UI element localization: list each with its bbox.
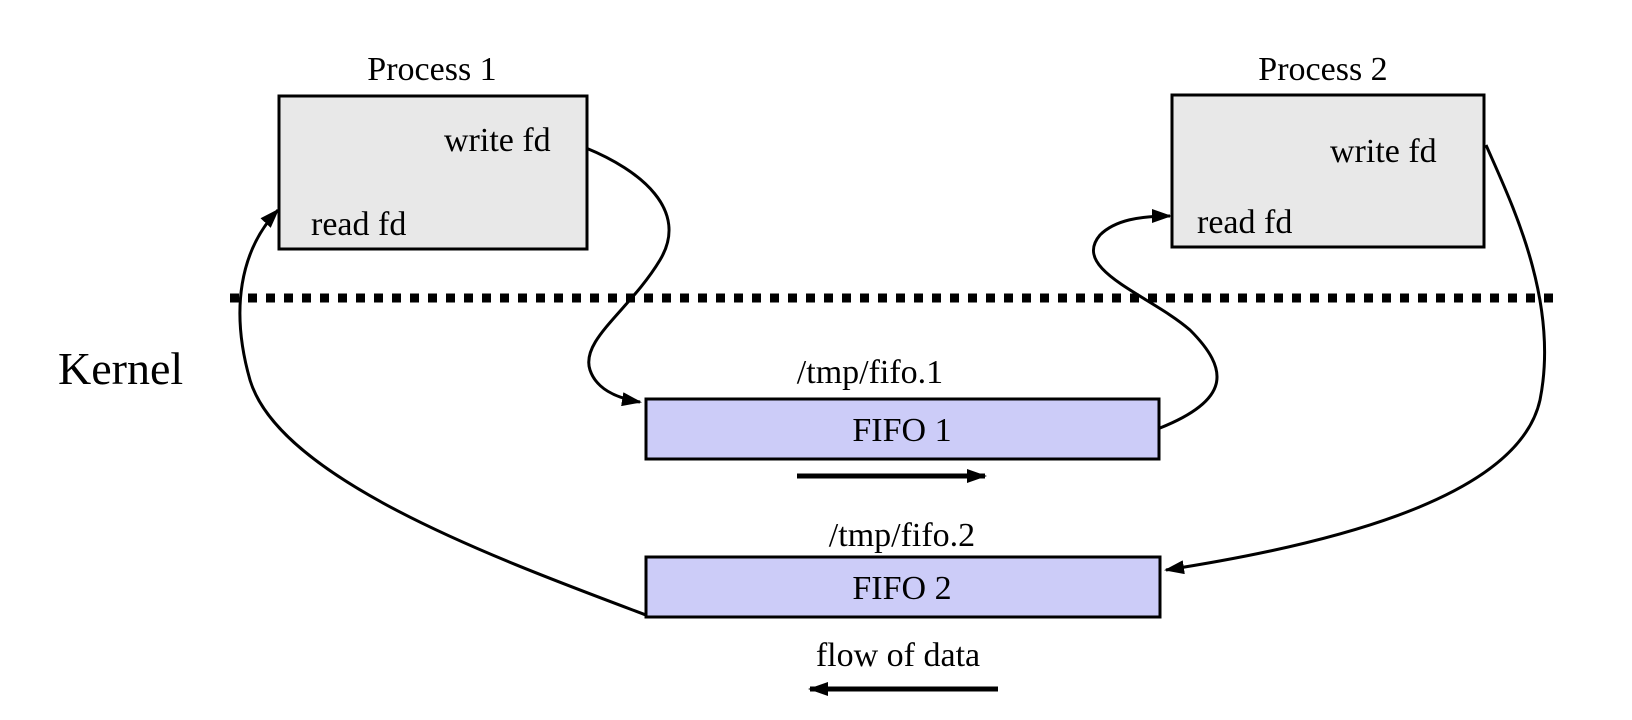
process-1-write-to-fifo-1-curve — [585, 146, 671, 407]
fifo-1-label: FIFO 1 — [852, 412, 951, 449]
process-2: Process 2 write fd read fd — [1170, 51, 1486, 249]
fifo-1: /tmp/fifo.1 FIFO 1 — [644, 354, 1161, 461]
fifo-1-to-process-2-read-curve — [1091, 209, 1219, 430]
process-2-write-to-fifo-2-curve — [1164, 144, 1547, 575]
fifo-2-label: FIFO 2 — [852, 570, 951, 607]
fifo-1-path: /tmp/fifo.1 — [797, 354, 943, 391]
process-1-write-fd: write fd — [444, 122, 551, 159]
fifo-2: /tmp/fifo.2 FIFO 2 — [644, 517, 1162, 619]
fifo-2-to-process-1-read-curve — [238, 208, 647, 617]
process-1: Process 1 write fd read fd — [277, 51, 589, 251]
process-1-title: Process 1 — [367, 51, 496, 88]
flow-of-data-label: flow of data — [816, 637, 980, 674]
process-2-write-fd: write fd — [1330, 133, 1437, 170]
fifo-2-box — [644, 555, 1162, 619]
kernel-label: Kernel — [58, 343, 183, 394]
process-2-title: Process 2 — [1258, 51, 1387, 88]
process-2-read-fd: read fd — [1197, 204, 1292, 241]
process-1-box — [277, 94, 589, 251]
fifo-2-path: /tmp/fifo.2 — [829, 517, 975, 554]
process-1-read-fd: read fd — [311, 206, 406, 243]
process-2-box — [1170, 93, 1486, 249]
fifo-1-box — [644, 397, 1161, 461]
